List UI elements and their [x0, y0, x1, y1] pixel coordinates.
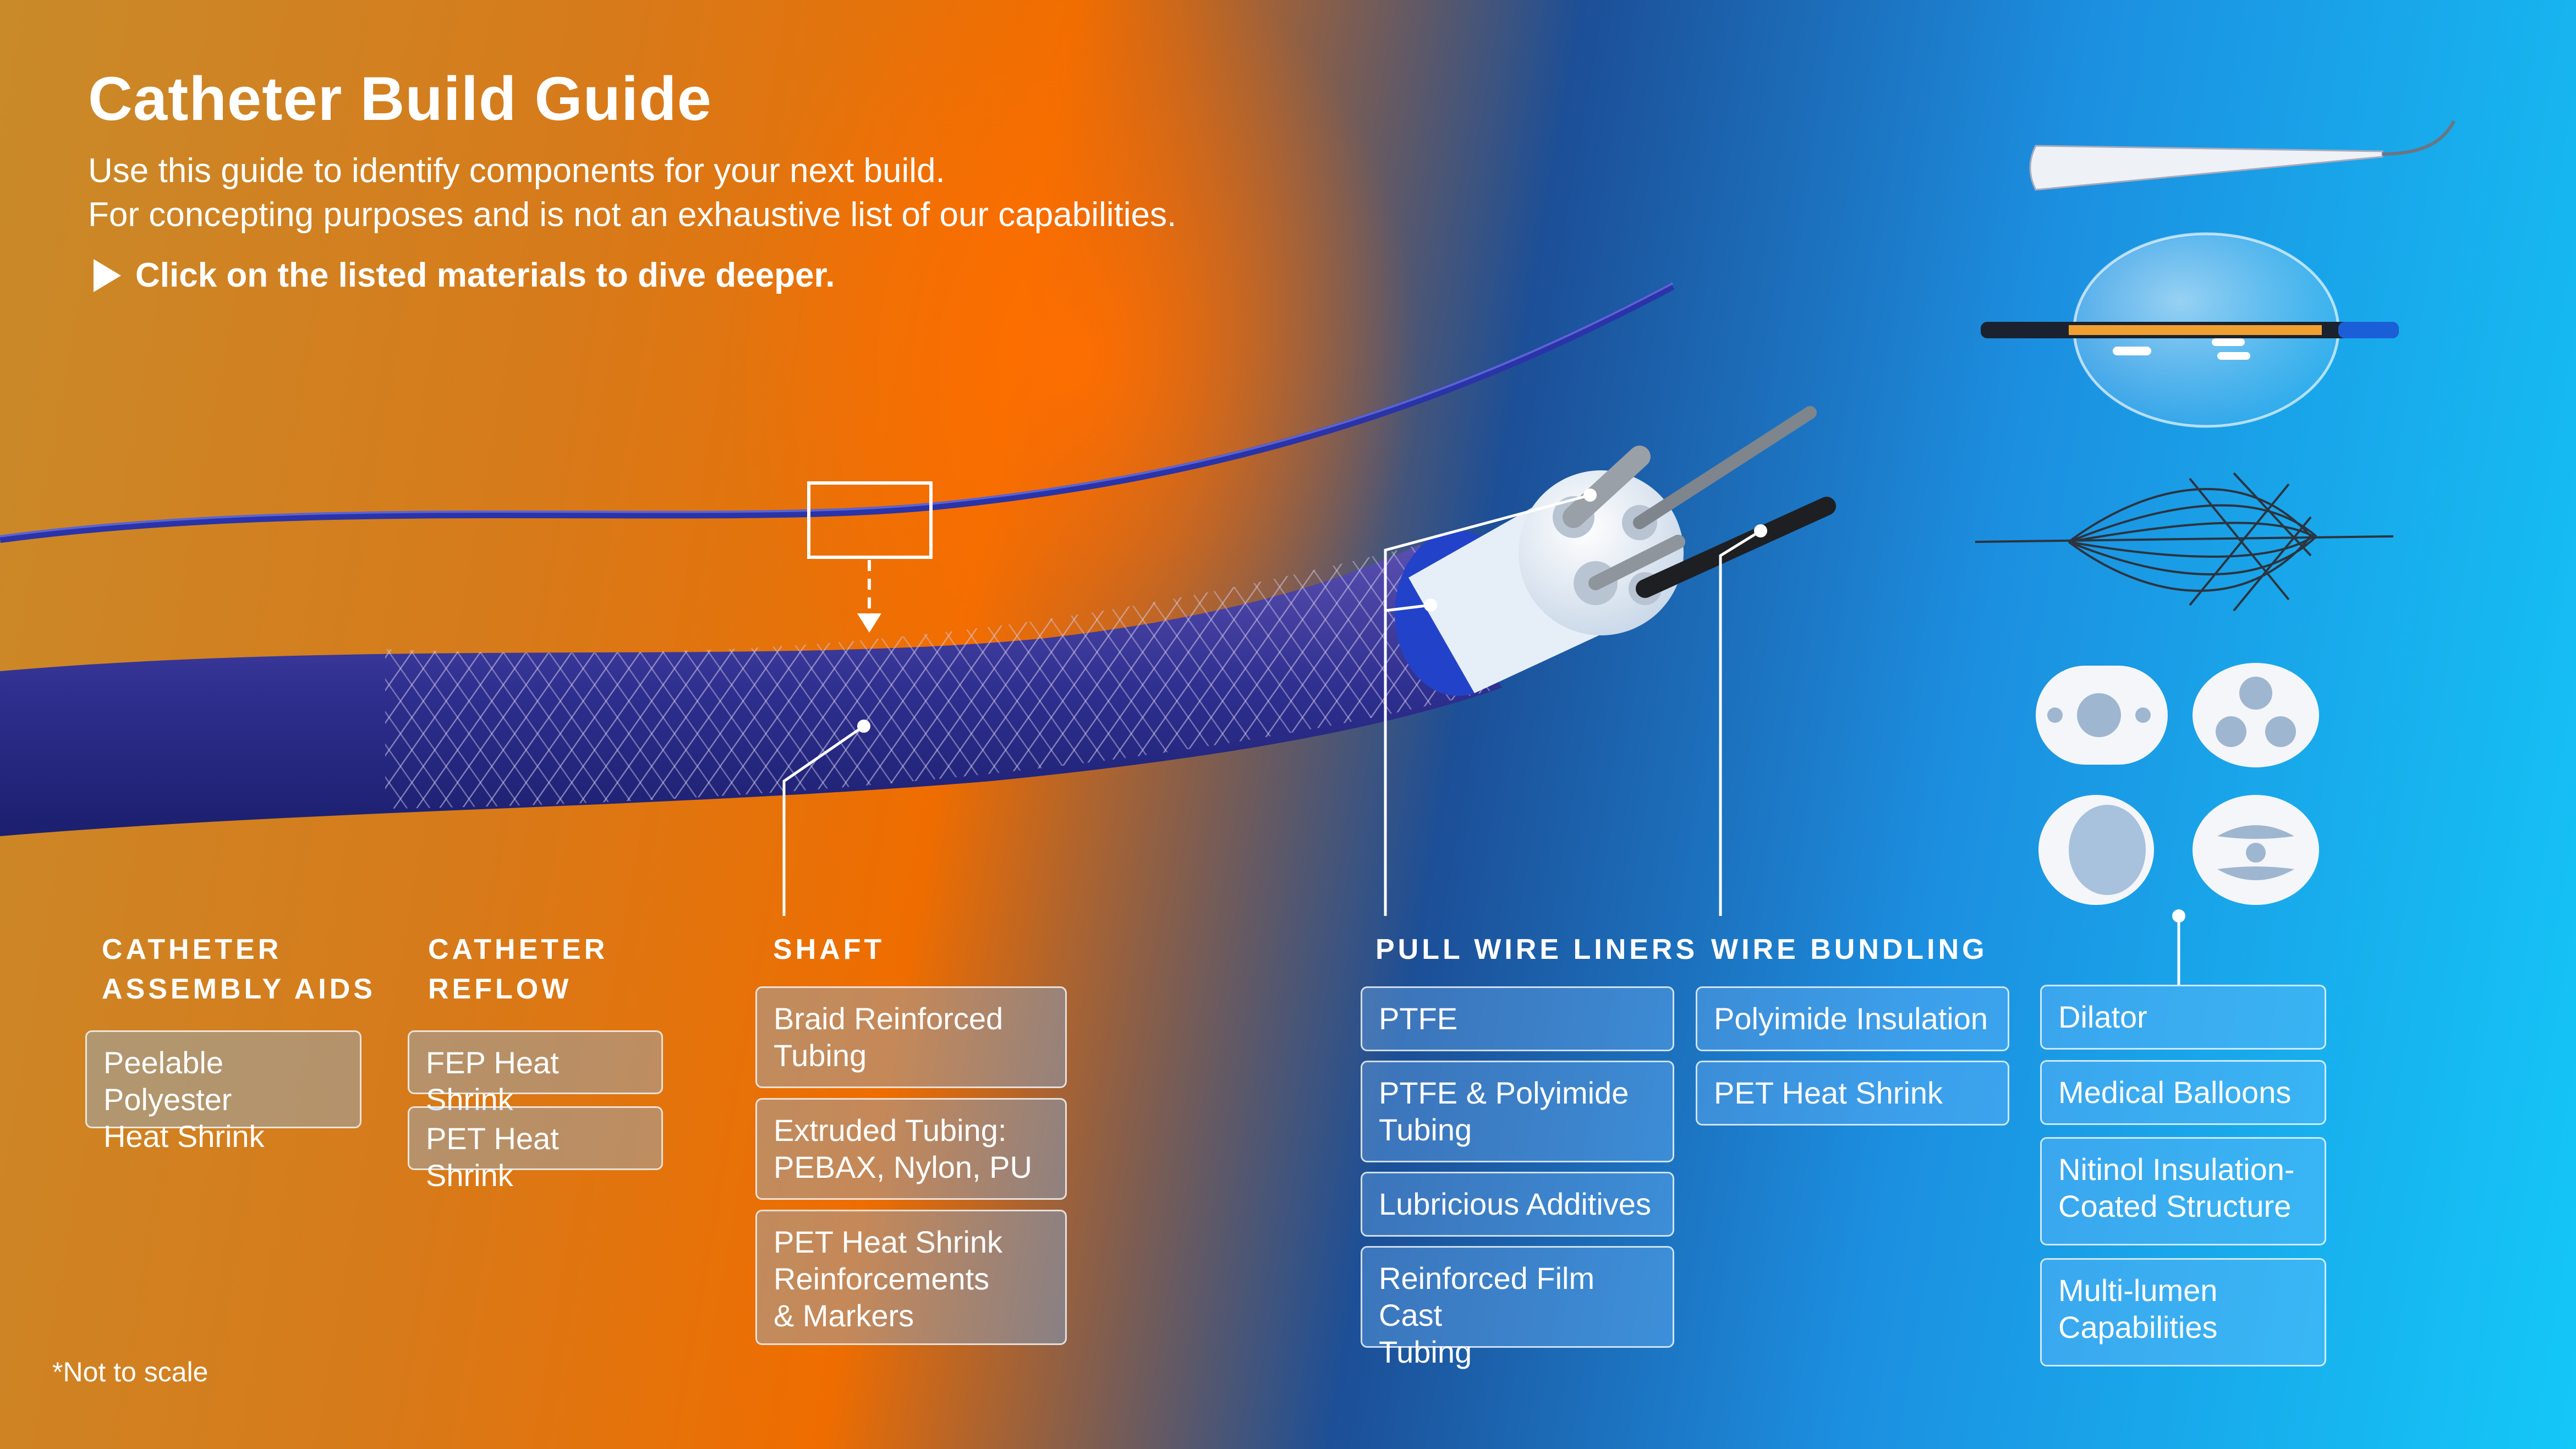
- material-pet-heat-shrink-reinforcements[interactable]: PET Heat Shrink Reinforcements & Markers: [755, 1210, 1067, 1345]
- guidewire: [0, 282, 1675, 543]
- material-fep-heat-shrink[interactable]: FEP Heat Shrink: [408, 1030, 663, 1117]
- heading-assembly-aids: CATHETER ASSEMBLY AIDS: [102, 934, 376, 1005]
- material-peelable-polyester-heat-shrink[interactable]: Peelable Polyester Heat Shrink: [85, 1030, 361, 1154]
- subtitle-line-2: For concepting purposes and is not an ex…: [88, 196, 1177, 234]
- heading-wire-bundling: WIRE BUNDLING: [1711, 934, 1988, 965]
- pull-wire-1: [1563, 446, 1651, 528]
- heading-reflow: CATHETER REFLOW: [428, 934, 609, 1005]
- call-to-action: Click on the listed materials to dive de…: [94, 256, 835, 295]
- material-lubricious-additives[interactable]: Lubricious Additives: [1361, 1172, 1674, 1237]
- subtitle-line-1: Use this guide to identify components fo…: [88, 152, 945, 190]
- component-multi-lumen-capabilities[interactable]: Multi-lumen Capabilities: [2040, 1258, 2326, 1366]
- pull-wire-2: [1633, 406, 1817, 529]
- material-ptfe[interactable]: PTFE: [1361, 986, 1674, 1051]
- material-extruded-tubing[interactable]: Extruded Tubing: PEBAX, Nylon, PU: [755, 1098, 1067, 1200]
- pull-wire-3: [1588, 535, 1685, 590]
- material-reinforced-film-cast-tubing[interactable]: Reinforced Film Cast Tubing: [1361, 1246, 1674, 1369]
- material-pet-heat-shrink-bundling[interactable]: PET Heat Shrink: [1696, 1061, 2009, 1126]
- component-nitinol-insulation-coated-structure[interactable]: Nitinol Insulation- Coated Structure: [2040, 1137, 2326, 1245]
- callout-arrow-icon: [857, 613, 881, 633]
- component-dilator[interactable]: Dilator: [2040, 985, 2326, 1050]
- material-braid-reinforced-tubing[interactable]: Braid Reinforced Tubing: [755, 986, 1067, 1088]
- material-ptfe-polyimide-tubing[interactable]: PTFE & Polyimide Tubing: [1361, 1061, 1674, 1162]
- nitinol-basket-image: [1975, 472, 2394, 612]
- material-pet-heat-shrink-reflow[interactable]: PET Heat Shrink: [408, 1106, 663, 1193]
- heading-pull-wire-liners: PULL WIRE LINERS: [1375, 934, 1698, 965]
- dilator-image: [2029, 145, 2383, 191]
- footnote: *Not to scale: [52, 1357, 209, 1387]
- wire-callout-box: [807, 481, 933, 559]
- play-triangle-icon: [94, 259, 121, 292]
- cta-text: Click on the listed materials to dive de…: [135, 256, 835, 294]
- page-title: Catheter Build Guide: [88, 64, 712, 133]
- component-medical-balloons[interactable]: Medical Balloons: [2040, 1060, 2326, 1125]
- multi-lumen-tubes-image: [2036, 663, 2319, 905]
- heading-shaft: SHAFT: [773, 934, 885, 965]
- material-polyimide-insulation[interactable]: Polyimide Insulation: [1696, 986, 2009, 1051]
